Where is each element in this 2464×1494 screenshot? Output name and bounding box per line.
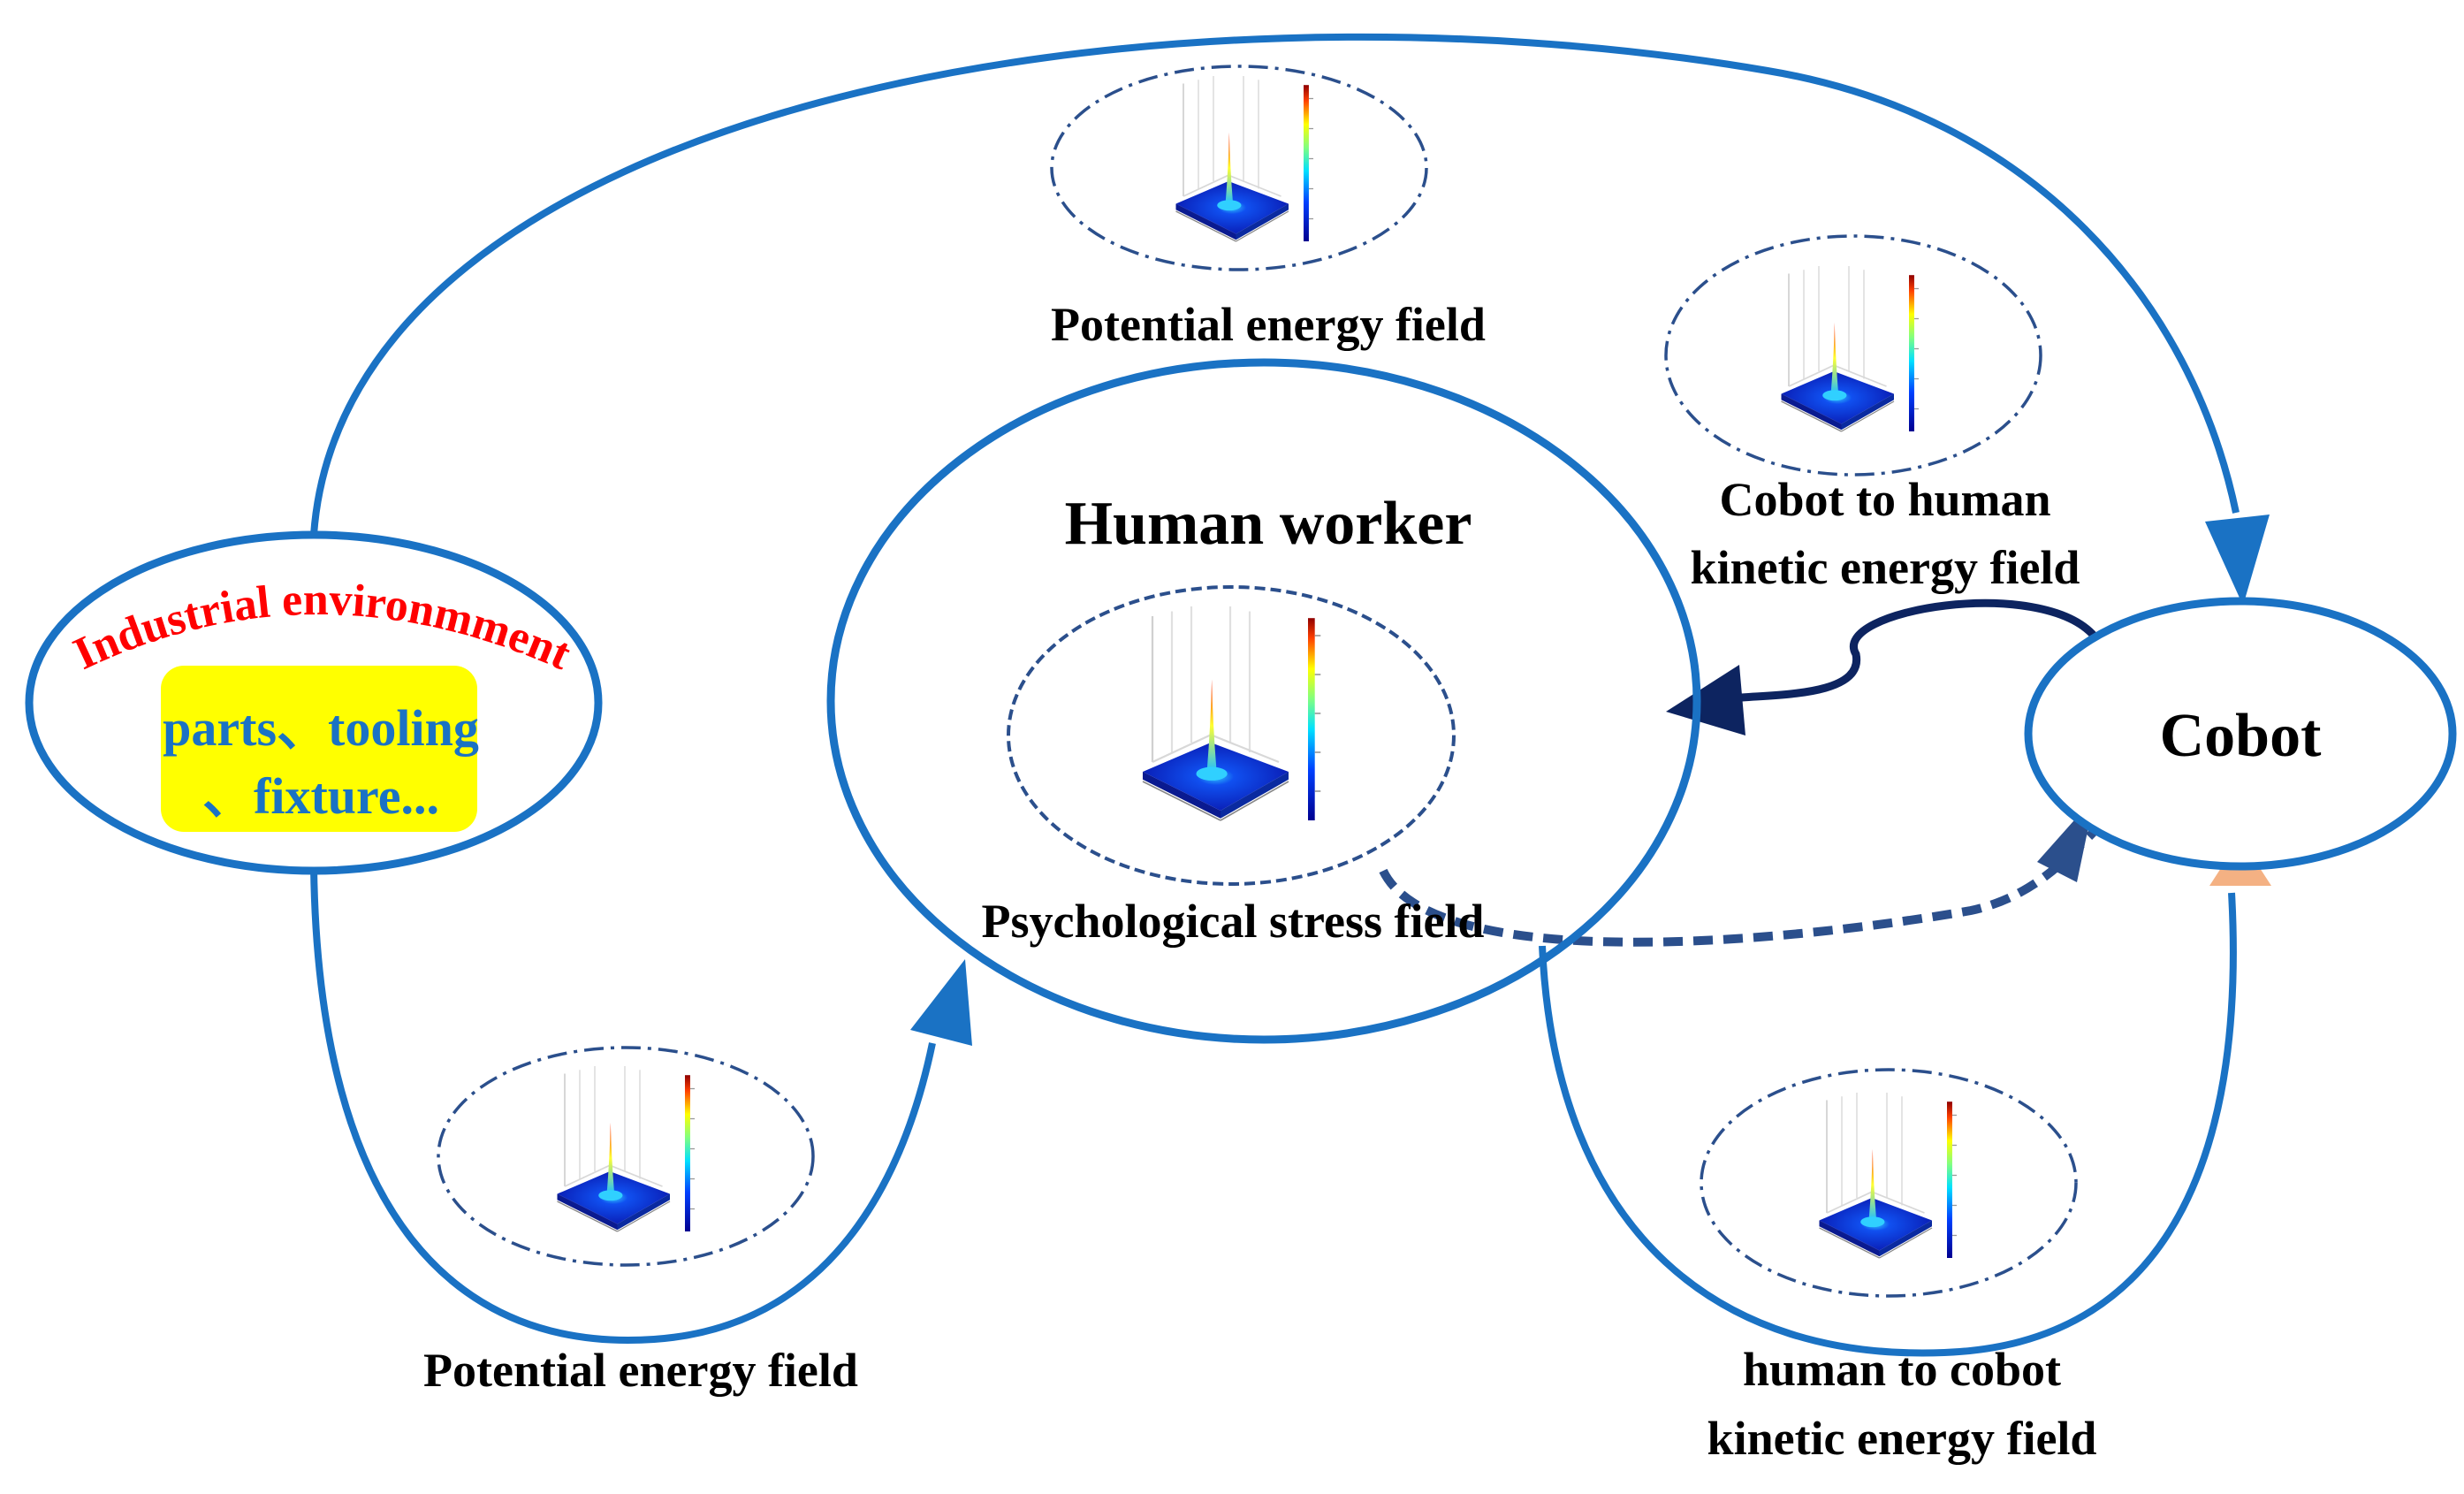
human-to-cobot-label-line2: kinetic energy field: [1707, 1412, 2097, 1465]
bottom-left-arc-industrial-to-human: [310, 865, 936, 1344]
bottom-left-field-boundary: [437, 1046, 815, 1267]
human-to-cobot-label-line1: human to cobot: [1743, 1343, 2061, 1396]
bottom-left-field-label: Potential energy field: [423, 1344, 858, 1397]
top-field-label: Potential energy field: [1051, 298, 1486, 351]
navy-arrowhead-into-human: [1666, 665, 1745, 736]
psych-field-label: Psychological stress field: [982, 895, 1485, 948]
cobot-to-human-field-boundary: [1664, 234, 2042, 476]
arrowhead-into-human: [910, 959, 972, 1046]
human-worker-title: Human worker: [1065, 490, 1472, 558]
cobot-node: [2024, 597, 2457, 871]
dashed-arrow-psych-to-cobot: [1379, 827, 2098, 947]
human-worker-node: [826, 358, 1701, 1044]
navy-arrow-cobot-to-human: [1731, 598, 2098, 703]
arrowhead-into-cobot: [2205, 515, 2270, 606]
top-field-boundary: [1050, 65, 1428, 271]
industrial-items-line1: parts、tooling: [163, 699, 479, 757]
cobot-title: Cobot: [2160, 702, 2322, 770]
industrial-items-box: [161, 666, 477, 832]
top-arc-industrial-to-cobot: [310, 33, 2240, 536]
human-to-cobot-field-boundary: [1700, 1068, 2078, 1298]
cobot-to-human-label-line2: kinetic energy field: [1691, 541, 2080, 594]
industrial-items-line2: 、fixture...: [202, 767, 439, 825]
bottom-right-arc-human-to-cobot: [1539, 892, 2237, 1357]
cobot-to-human-label-line1: Cobot to human: [1719, 473, 2050, 526]
